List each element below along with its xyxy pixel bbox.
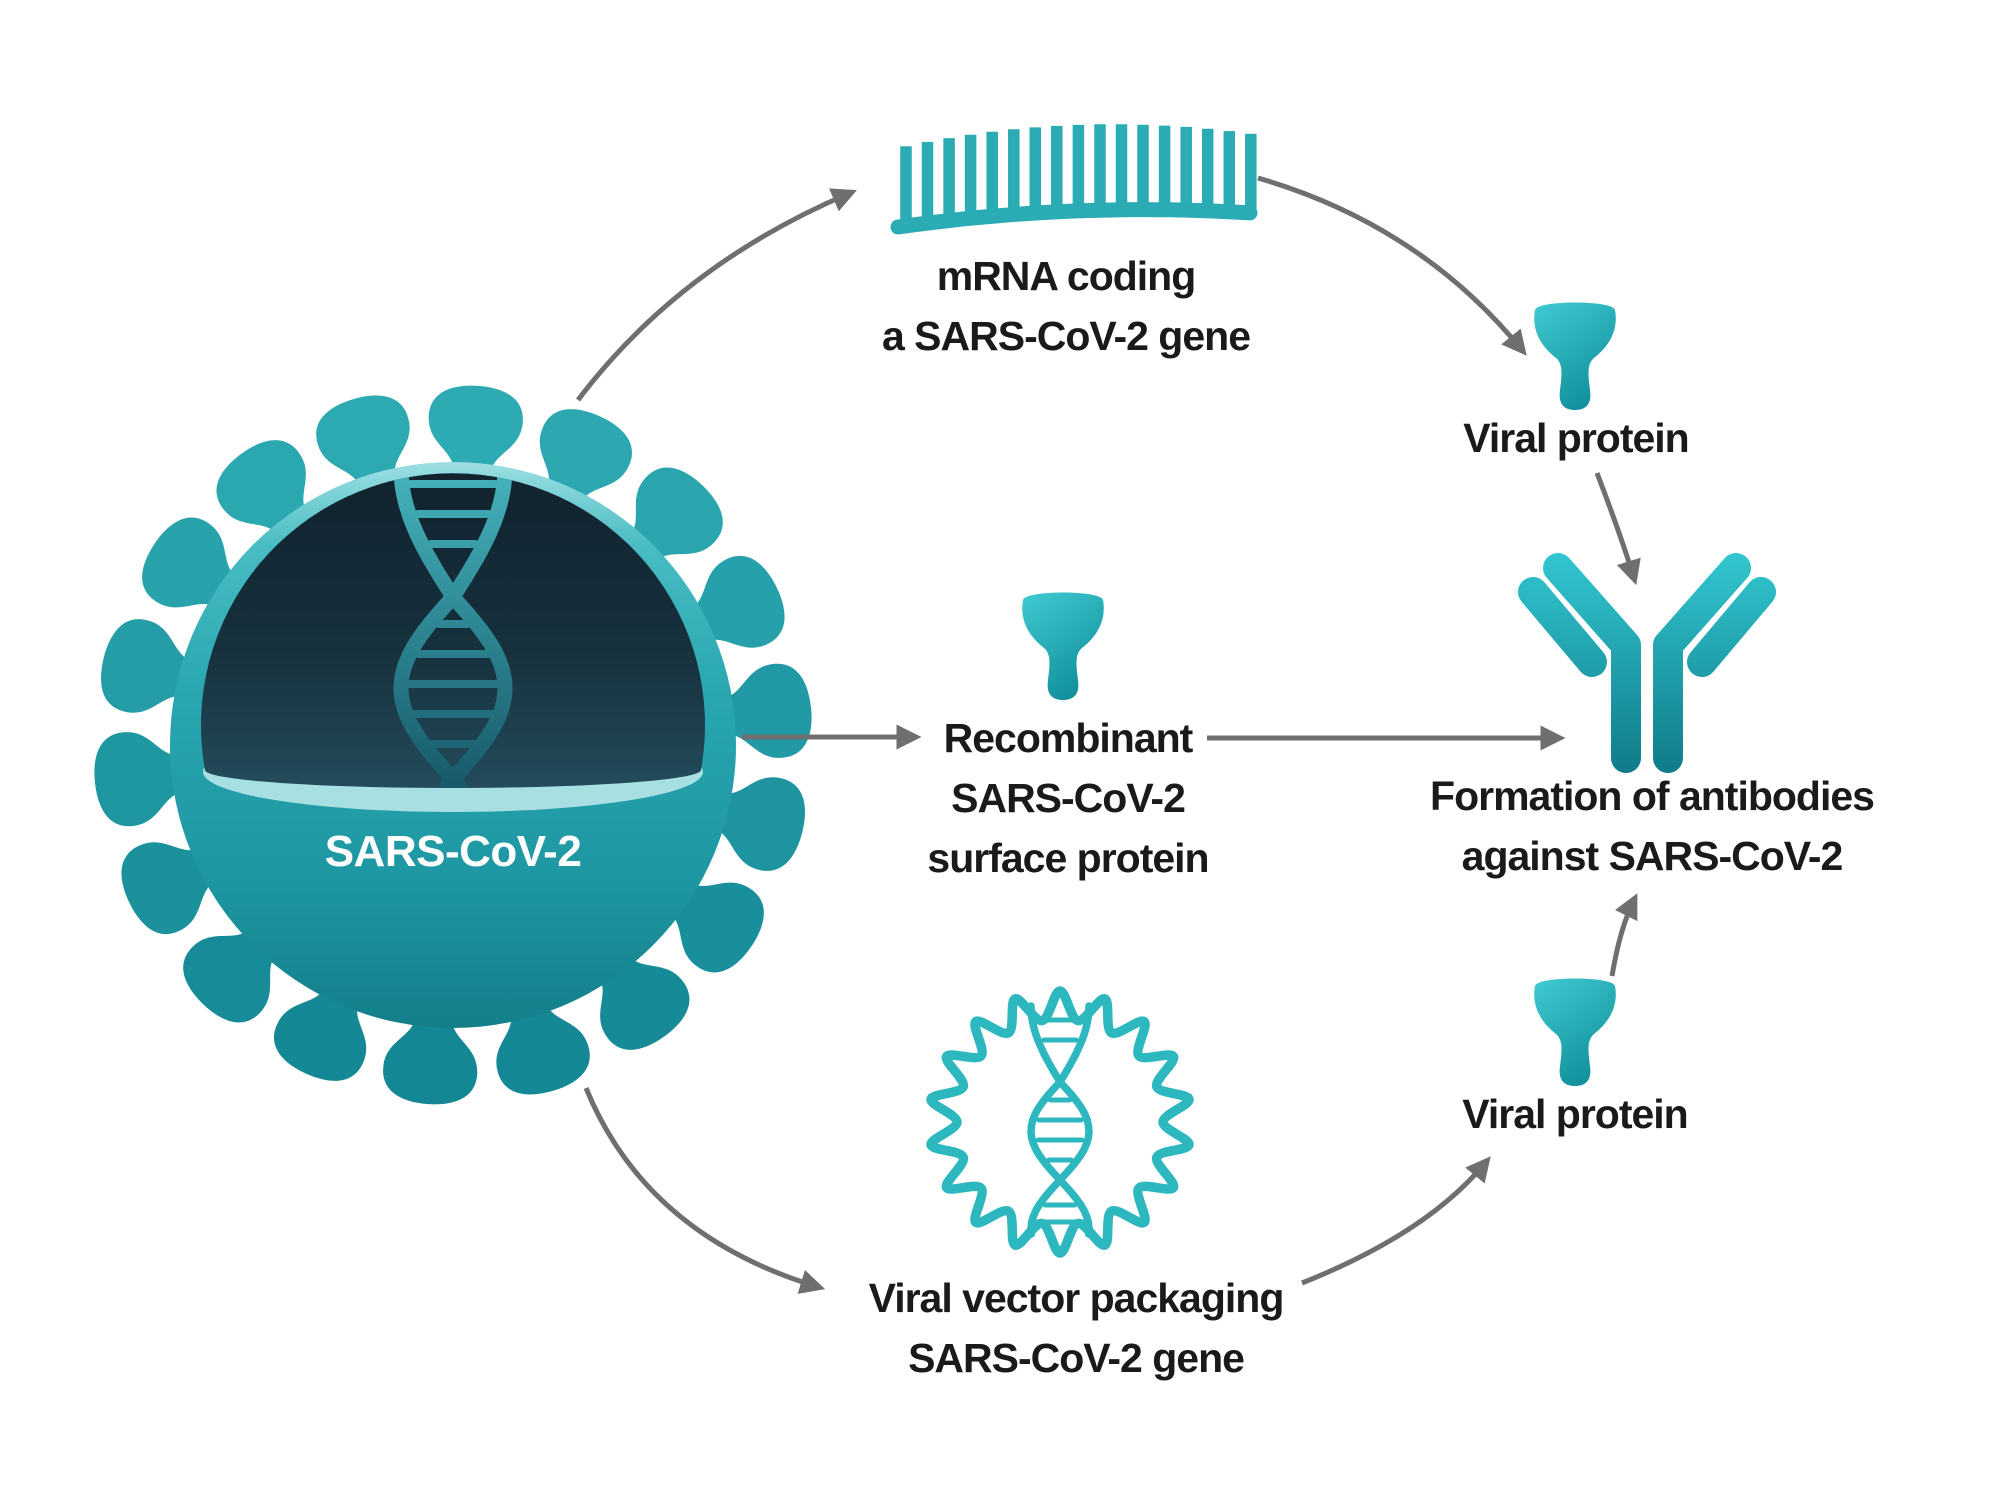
antibody-label-line1: Formation of antibodies [1430, 773, 1874, 819]
antibody-icon [1518, 553, 1776, 773]
viral-protein-bottom-label: Viral protein [1462, 1091, 1687, 1137]
flow-arrows [576, 175, 1641, 1294]
virus-icon: SARS-CoV-2 [94, 385, 812, 1105]
viral-vector-icon [926, 986, 1194, 1258]
virus-spike [428, 385, 523, 518]
viral-vector-label-line2: SARS-CoV-2 gene [908, 1335, 1244, 1381]
antibody-label-line2: against SARS-CoV-2 [1462, 833, 1843, 879]
viral-protein-top-label: Viral protein [1463, 415, 1688, 461]
arrow-virus-to-viral-vector [583, 1087, 826, 1294]
arrow-viral-protein-to-antibody [1594, 472, 1641, 586]
mrna-label-line1: mRNA coding [937, 253, 1196, 299]
viral-protein-icon-bottom [1534, 978, 1616, 1086]
arrow-mrna-to-viral-protein [1257, 175, 1527, 356]
arrow-virus-to-mrna [576, 188, 857, 402]
recombinant-protein-icon [1022, 592, 1104, 700]
arrow-viral-vector-to-viral-protein [1301, 1156, 1491, 1286]
recombinant-label-line1: Recombinant [944, 715, 1194, 761]
recombinant-label-line3: surface protein [927, 835, 1208, 881]
arrow-viral-protein-to-formation [1609, 893, 1638, 977]
virus-label: SARS-CoV-2 [325, 827, 582, 876]
virus-spike [383, 972, 478, 1105]
viral-vector-label-line1: Viral vector packaging [869, 1275, 1284, 1321]
mrna-icon [890, 124, 1258, 235]
viral-protein-icon-top [1534, 302, 1616, 410]
mrna-label-line2: a SARS-CoV-2 gene [882, 313, 1250, 359]
recombinant-label-line2: SARS-CoV-2 [951, 775, 1185, 821]
virus-dome [201, 473, 706, 788]
dna-helix-icon [393, 473, 513, 788]
